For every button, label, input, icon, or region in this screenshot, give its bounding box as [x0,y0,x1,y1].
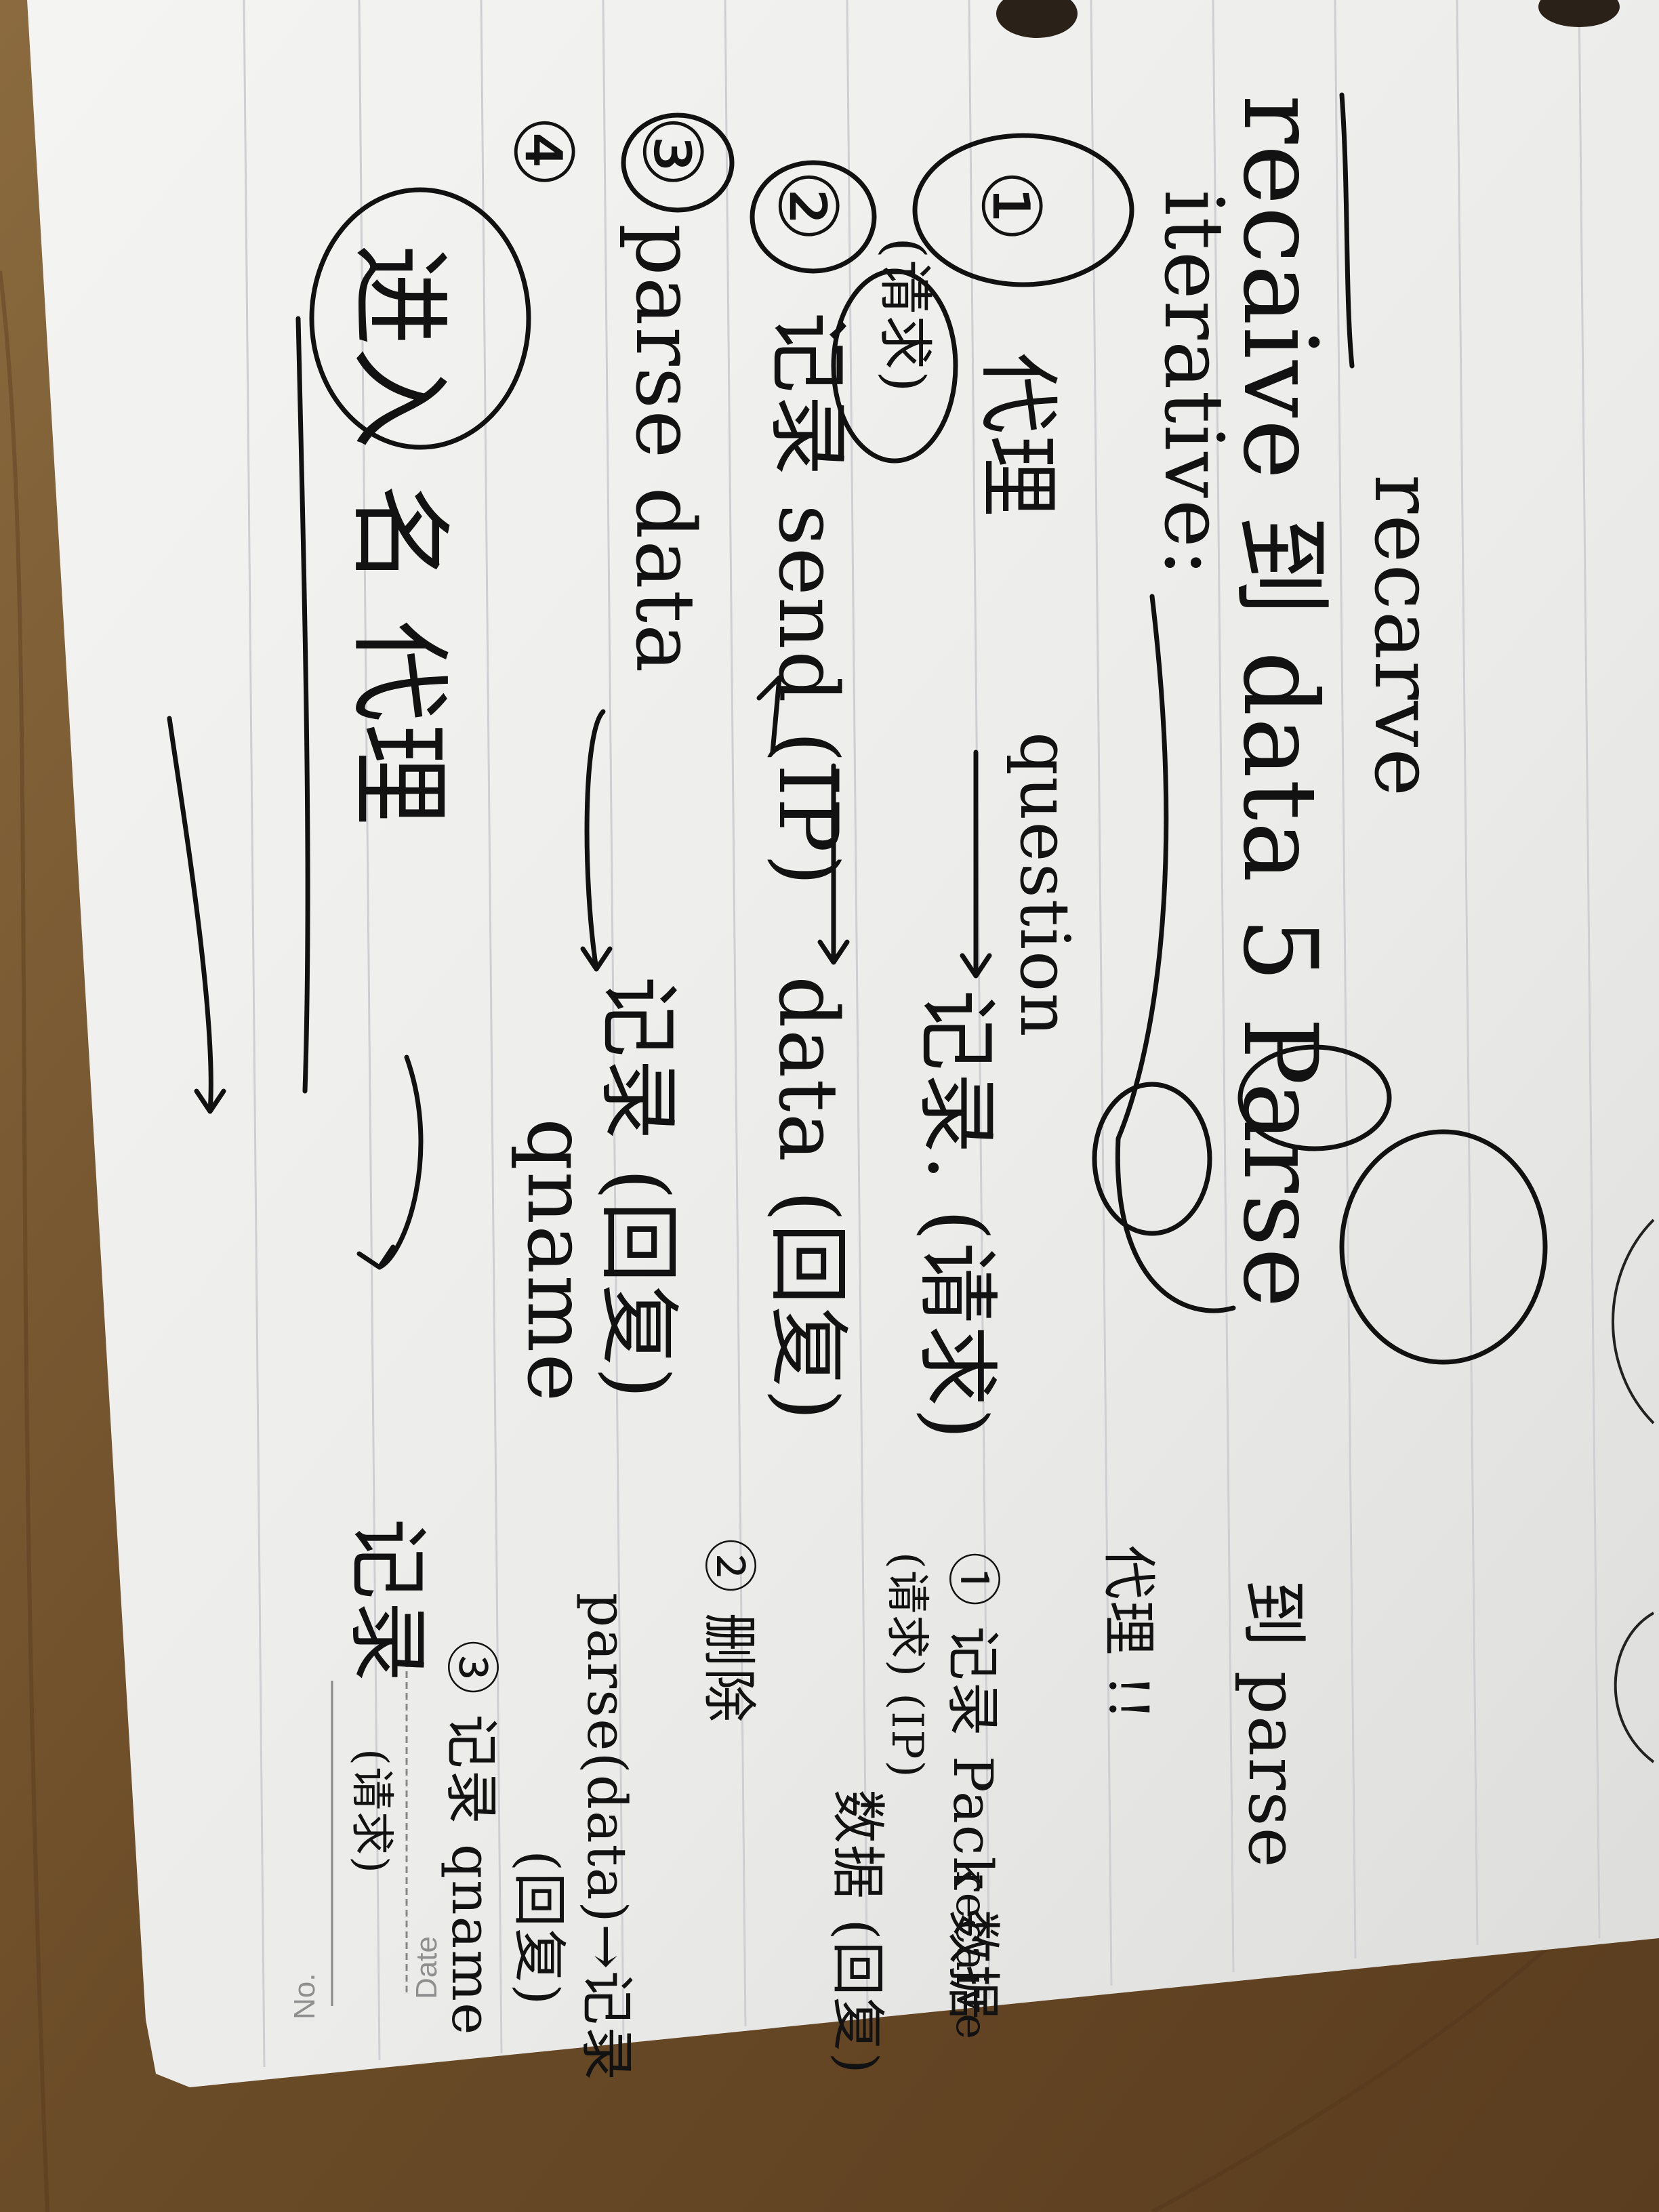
handwriting-strokes [167,92,1548,1365]
notebook-page [27,0,1659,2087]
spiral-rings [1612,1218,1655,1763]
ruled-lines [243,0,1601,2068]
punch-holes [996,0,1620,38]
